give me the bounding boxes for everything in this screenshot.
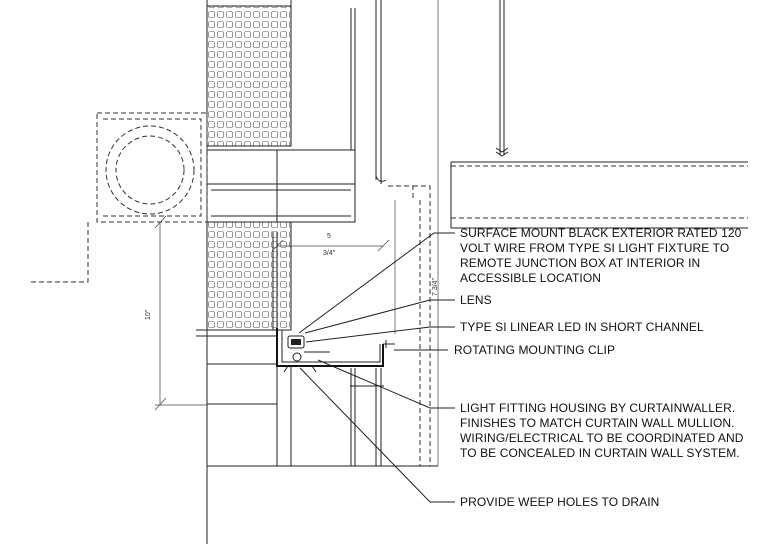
annotation-housing: LIGHT FITTING HOUSING BY CURTAINWALLER. … xyxy=(460,401,744,460)
insulation-panel-upper xyxy=(206,0,292,544)
note3-line1: TYPE SI LINEAR LED IN SHORT CHANNEL xyxy=(460,320,704,334)
dimension-ten: 10" xyxy=(145,309,152,320)
insulation-panel-lower xyxy=(206,221,292,331)
note5-line4: TO BE CONCEALED IN CURTAIN WALL SYSTEM. xyxy=(460,446,740,460)
dimension-seven: 7 3/4" xyxy=(432,277,439,296)
dimension-three-quarter: 3/4" xyxy=(323,250,336,257)
dimension-vertical-left: 10" xyxy=(145,215,207,411)
note4-line1: ROTATING MOUNTING CLIP xyxy=(454,343,615,357)
note1-line1: SURFACE MOUNT BLACK EXTERIOR RATED 120 xyxy=(460,226,742,240)
note2-line1: LENS xyxy=(460,293,492,307)
note1-line3: REMOTE JUNCTION BOX AT INTERIOR IN xyxy=(460,256,700,270)
note5-line2: FINISHES TO MATCH CURTAIN WALL MULLION. xyxy=(460,416,735,430)
annotation-led: TYPE SI LINEAR LED IN SHORT CHANNEL xyxy=(460,320,704,334)
annotation-lens: LENS xyxy=(460,293,492,307)
note5-line3: WIRING/ELECTRICAL TO BE COORDINATED AND xyxy=(460,431,744,445)
dimension-five: 5 xyxy=(327,233,331,240)
ceiling-slab-right xyxy=(450,0,748,229)
duct-dashed-box xyxy=(30,112,208,283)
dimension-horizontal: 5 3/4" xyxy=(271,233,390,257)
lower-frame xyxy=(196,329,438,467)
note1-line2: VOLT WIRE FROM TYPE SI LIGHT FIXTURE TO xyxy=(460,241,729,255)
exterior-wall-dashed: 7 3/4" xyxy=(388,0,439,466)
annotation-clip: ROTATING MOUNTING CLIP xyxy=(454,343,615,357)
leader-lines xyxy=(298,232,455,503)
annotation-weep-holes: PROVIDE WEEP HOLES TO DRAIN xyxy=(460,495,659,509)
note6-line1: PROVIDE WEEP HOLES TO DRAIN xyxy=(460,495,659,509)
note1-line4: ACCESSIBLE LOCATION xyxy=(460,271,601,285)
note5-line1: LIGHT FITTING HOUSING BY CURTAINWALLER. xyxy=(460,401,735,415)
annotation-surface-mount: SURFACE MOUNT BLACK EXTERIOR RATED 120 V… xyxy=(460,226,742,285)
light-fixture-assembly xyxy=(276,328,395,373)
